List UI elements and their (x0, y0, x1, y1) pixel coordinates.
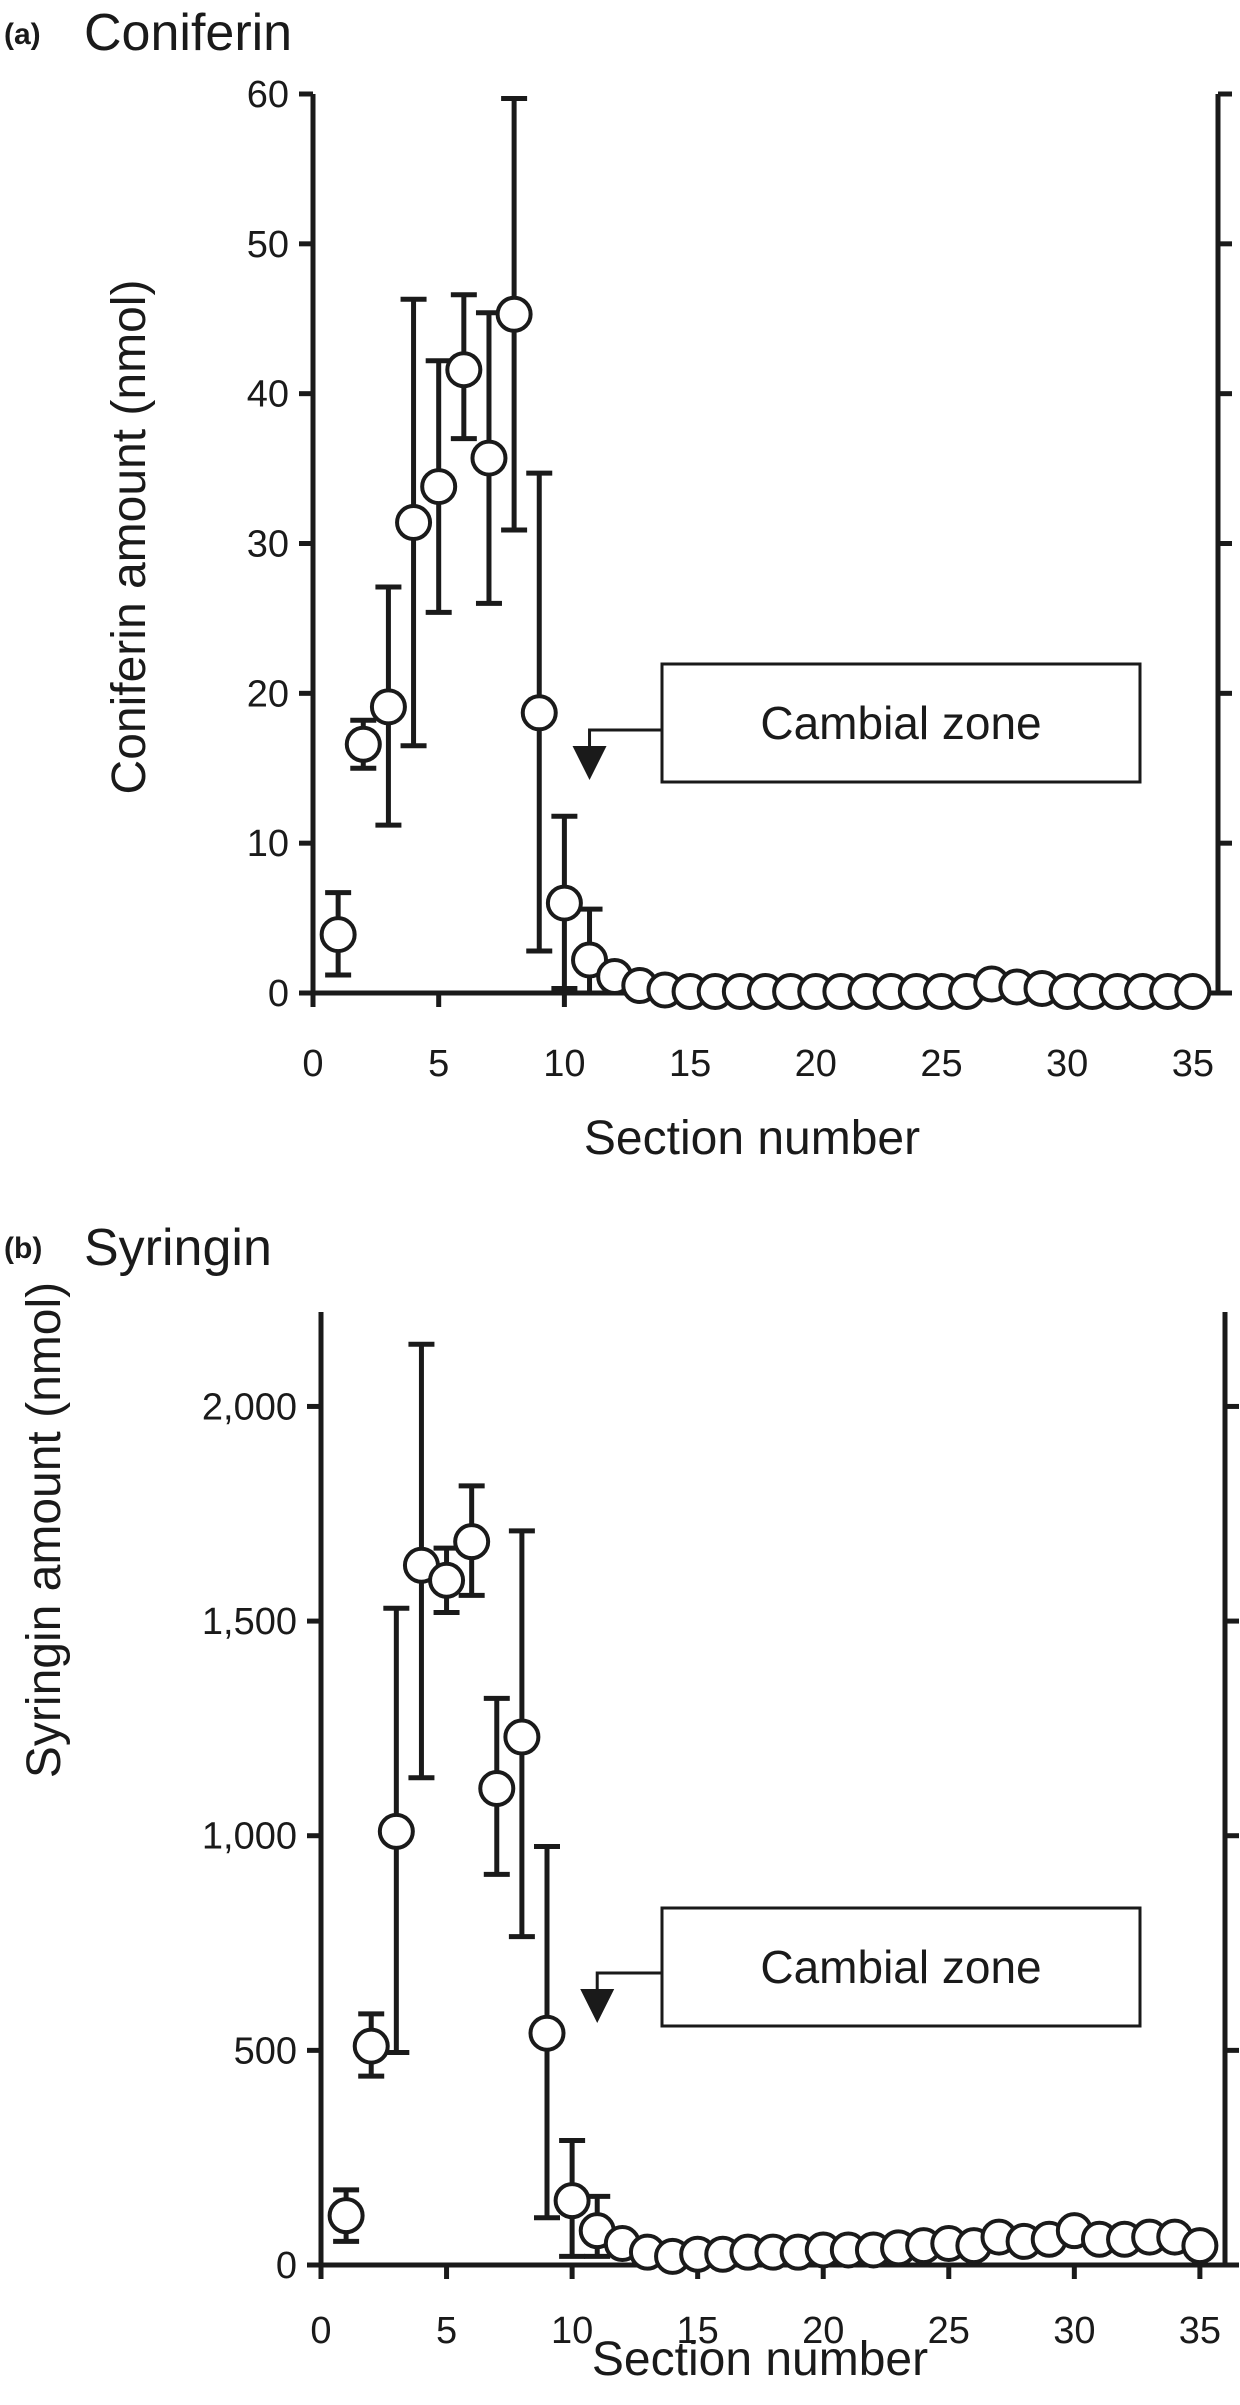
panel-b-data-point (1181, 2227, 1219, 2265)
panel-a-x-tick-label: 35 (1172, 1043, 1214, 1085)
panel-b-data-point (327, 2197, 365, 2235)
panel-b-plot-area: 0 500 1,000 1,500 2,000 0 5 10 15 20 25 30 35 Cambial… (202, 1312, 1239, 2352)
panel-a-y-tick-label: 40 (247, 374, 289, 416)
panel-b-y-tick-label: 1,000 (202, 1816, 297, 1858)
panel-b-annotation-label: Cambial zone (760, 1941, 1041, 1993)
panel-a-y-tick-label: 30 (247, 524, 289, 566)
panel-a-x-axis-title: Section number (584, 1112, 920, 1165)
panel-a-x-tick-label: 30 (1046, 1043, 1088, 1085)
panel-a-y-axis-title: Coniferin amount (nmol) (103, 280, 156, 795)
panel-b-x-tick-label: 5 (436, 2310, 457, 2352)
panel-a-data-point (319, 916, 357, 954)
panel-a-y-tick-label: 60 (247, 74, 289, 116)
panel-b-data-point (352, 2027, 390, 2065)
panel-b-x-tick-label: 30 (1053, 2310, 1095, 2352)
panel-a-annotation-leader (588, 728, 662, 748)
panel-a: (a) Coniferin Coniferin amount (nmol) Se… (4, 4, 1232, 1165)
panel-b-y-axis-title: Syringin amount (nmol) (18, 1282, 71, 1778)
panel-b-data-point (553, 2182, 591, 2220)
panel-b-x-tick-label: 15 (677, 2310, 719, 2352)
panel-b-x-axis-title: Section number (592, 2333, 928, 2386)
panel-a-annotation-box (660, 662, 1142, 784)
panel-b-x-tick-label: 35 (1179, 2310, 1221, 2352)
panel-a-data-point (520, 694, 558, 732)
panel-a-annotation-arrow (572, 746, 607, 780)
panel-a-data-point (470, 439, 508, 477)
panel-b-data-point (377, 1812, 415, 1850)
panel-a-data-point (445, 351, 483, 389)
panel-a-y-tick-label: 50 (247, 224, 289, 266)
panel-b-annotation-leader (595, 1971, 662, 1991)
panel-a-y-tick-label: 0 (268, 973, 289, 1015)
panel-b-y-tick-label: 1,500 (202, 1601, 297, 1643)
panel-b-data-point (478, 1770, 516, 1807)
panel-b-x-tick-label: 20 (802, 2310, 844, 2352)
panel-b-annotation-arrow (580, 1989, 615, 2023)
panel-a-data-point (545, 884, 583, 922)
panel-a-x-tick-label: 10 (543, 1043, 585, 1085)
panel-a-data-point (369, 688, 407, 726)
panel-b-y-tick-label: 500 (234, 2030, 297, 2072)
panel-a-plot-area: 0 10 20 30 40 50 60 0 5 10 15 20 25 30 35 Cambial zone (247, 74, 1232, 1085)
panel-a-data-point (571, 941, 609, 979)
panel-a-data-point (344, 725, 382, 763)
panel-b: (b) Syringin Syringin amount (nmol) Sect… (4, 1219, 1239, 2386)
panel-a-letter: (a) (4, 18, 41, 51)
panel-b-x-tick-label: 25 (928, 2310, 970, 2352)
panel-b-data-point (428, 1561, 466, 1599)
panel-a-title: Coniferin (84, 4, 292, 62)
panel-a-x-tick-label: 20 (795, 1043, 837, 1085)
panel-b-title: Syringin (84, 1219, 272, 1277)
panel-a-x-tick-label: 25 (920, 1043, 962, 1085)
panel-b-x-tick-label: 10 (551, 2310, 593, 2352)
panel-b-data-point (528, 2014, 566, 2052)
panel-a-data-point (495, 295, 533, 333)
panel-a-x-tick-label: 15 (669, 1043, 711, 1085)
panel-a-y-tick-label: 20 (247, 673, 289, 715)
panel-b-y-tick-label: 0 (276, 2245, 297, 2287)
panel-a-x-tick-label: 0 (302, 1043, 323, 1085)
panel-b-x-tick-label: 0 (310, 2310, 331, 2352)
panel-a-data-point (1174, 973, 1212, 1011)
panel-a-data-point (420, 468, 458, 506)
panel-a-x-tick-label: 5 (428, 1043, 449, 1085)
panel-b-data-point (503, 1718, 541, 1756)
panel-b-y-tick-label: 2,000 (202, 1386, 297, 1428)
panel-a-data-point (395, 504, 433, 542)
panel-b-data-point (453, 1523, 491, 1561)
panel-b-annotation-box (660, 1906, 1142, 2028)
panel-a-y-tick-label: 10 (247, 823, 289, 865)
panel-b-letter: (b) (4, 1232, 42, 1265)
panel-a-annotation-label: Cambial zone (760, 697, 1041, 749)
